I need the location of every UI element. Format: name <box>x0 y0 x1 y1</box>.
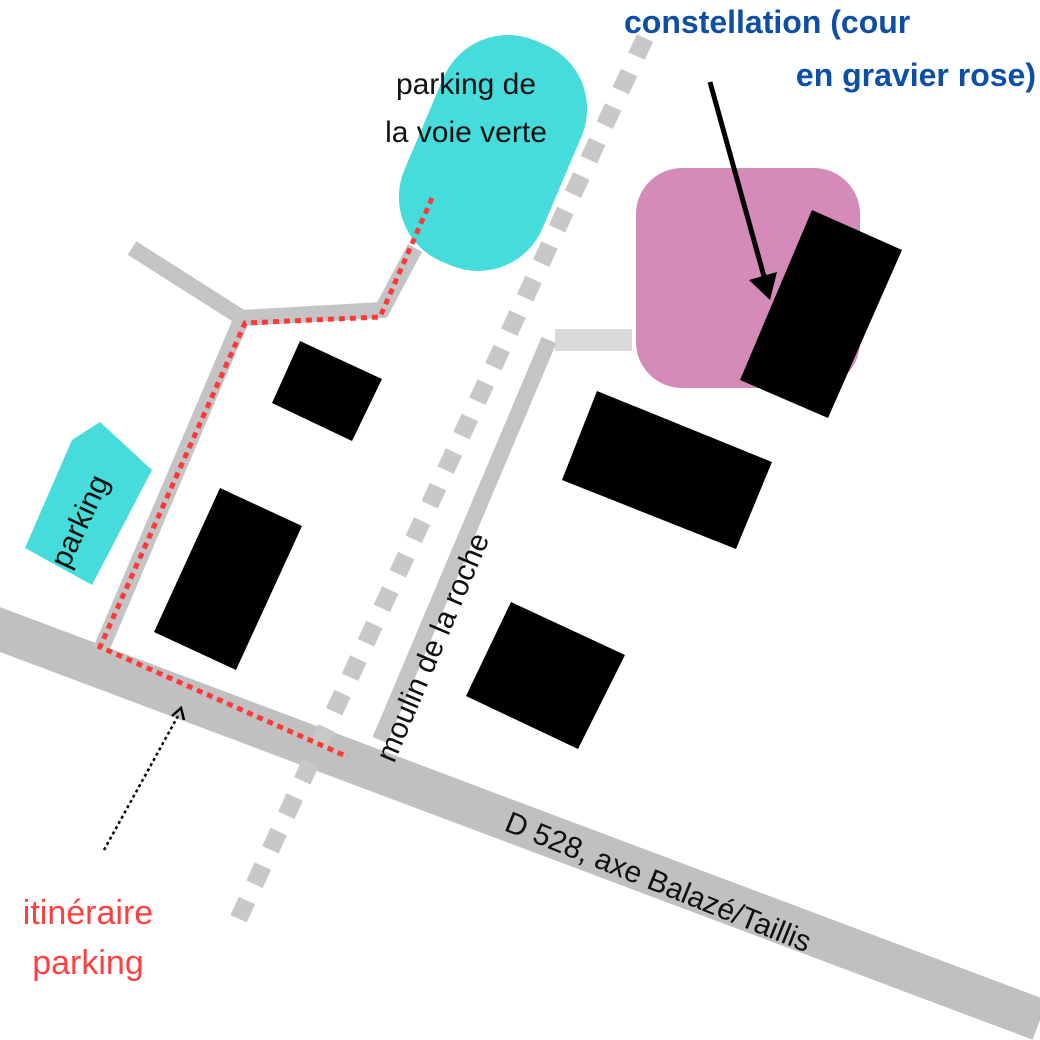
label-parking-voie-verte-2: la voie verte <box>385 116 547 149</box>
parking-area <box>25 422 152 585</box>
parking-itinerary-route <box>96 196 435 760</box>
label-parking-voie-verte-1: parking de <box>396 68 536 101</box>
building <box>154 488 302 670</box>
moulin-access-path <box>372 336 557 744</box>
constellation-arrow <box>707 81 768 281</box>
label-road-d528: D 528, axe Balazé/Taillis <box>500 806 815 959</box>
itinerary-pointer <box>102 715 180 851</box>
constellation-arrowhead <box>749 272 777 300</box>
building <box>562 391 772 549</box>
label-constellation-2: en gravier rose) <box>796 57 1036 93</box>
greenway-dashed-path <box>229 34 654 924</box>
label-itineraire-1: itinéraire <box>23 894 153 932</box>
parking-voie-verte <box>398 35 588 271</box>
building <box>740 210 902 418</box>
side-path-north <box>241 244 423 326</box>
building <box>272 341 382 441</box>
road-d528 <box>0 607 1040 1040</box>
label-moulin: moulin de la roche <box>370 528 496 767</box>
label-constellation-1: constellation (cour <box>624 4 910 40</box>
label-itineraire-2: parking <box>32 944 144 982</box>
building <box>466 602 625 749</box>
itinerary-pointer-head <box>171 705 186 721</box>
